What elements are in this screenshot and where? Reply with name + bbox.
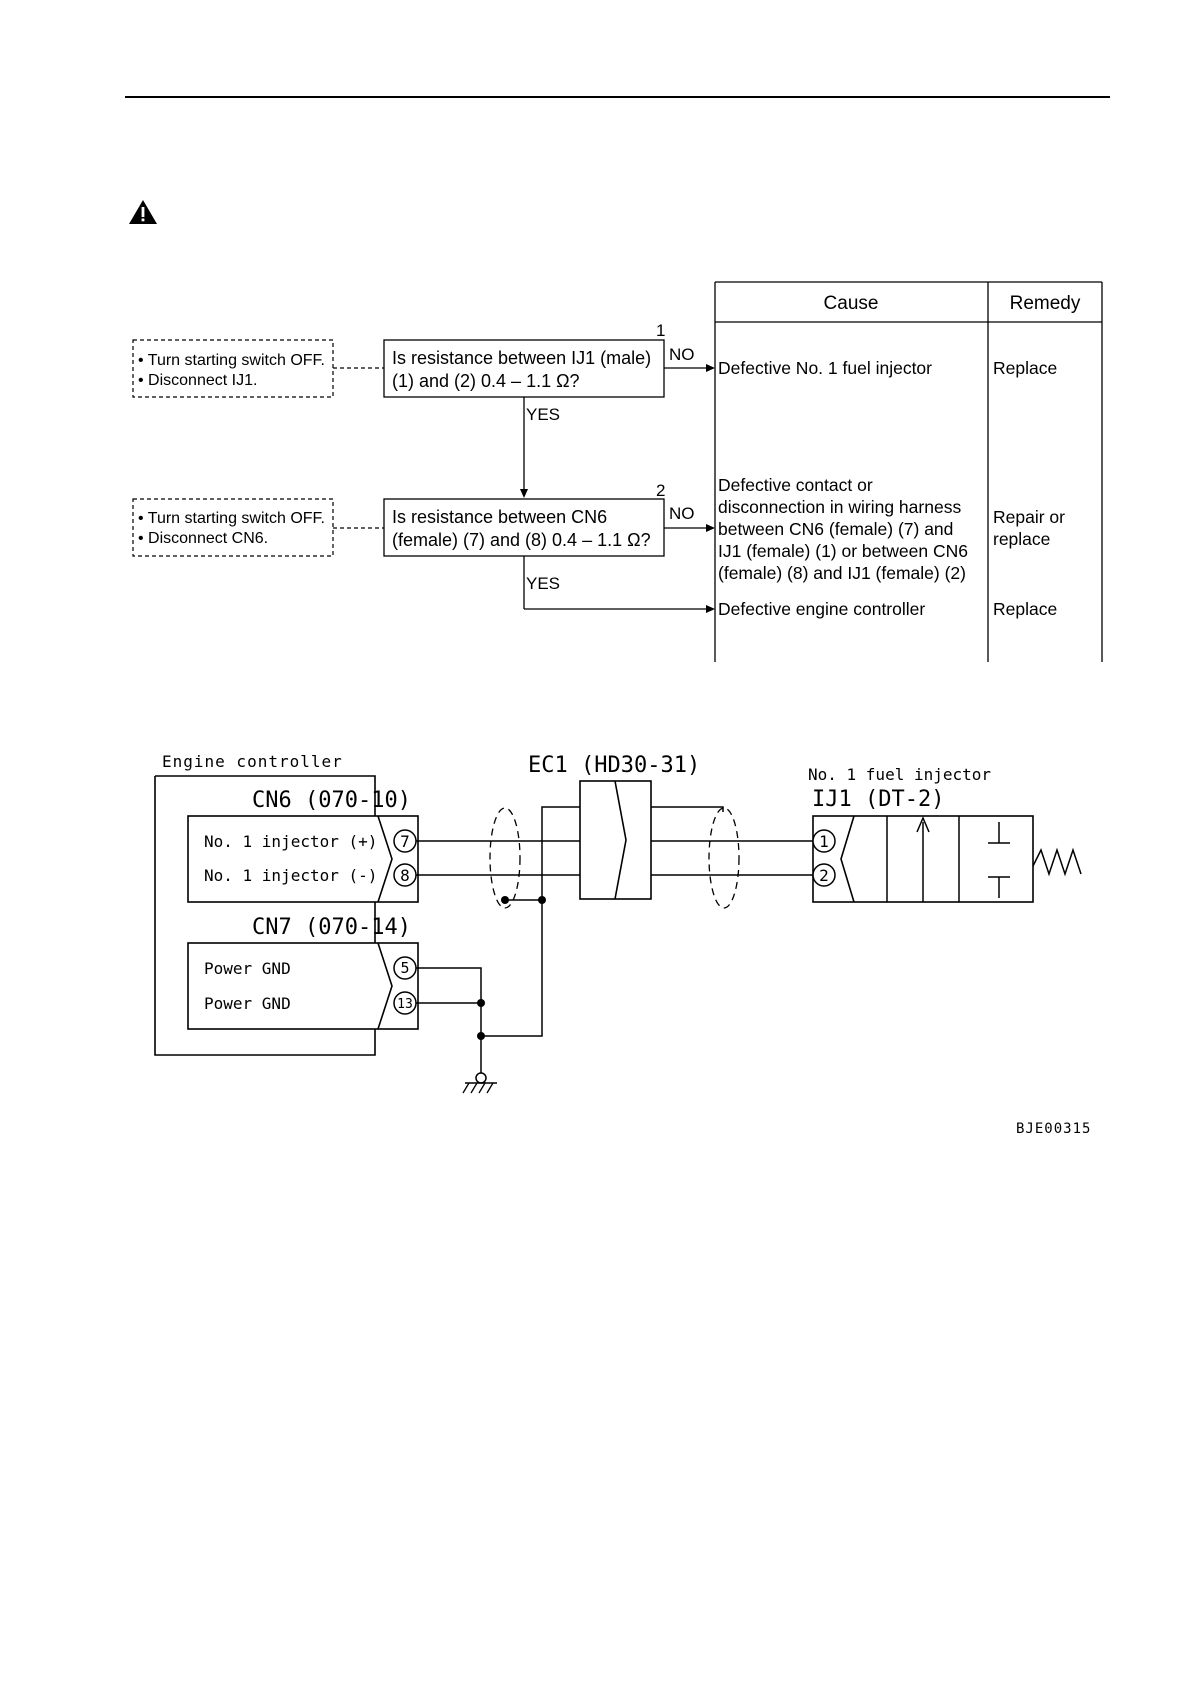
remedy-header: Remedy [1010, 293, 1081, 314]
ground-symbol-icon [462, 1072, 497, 1094]
cn7-pin5: 5 [400, 959, 409, 977]
troubleshooting-flowchart: • Turn starting switch OFF. • Disconnect… [132, 281, 1103, 662]
step1-pre-line-2: • Disconnect IJ1. [138, 372, 257, 389]
header-rule [125, 96, 1110, 98]
step2-pre-line-1: • Turn starting switch OFF. [138, 510, 325, 527]
ec1-label: EC1 (HD30-31) [528, 753, 700, 778]
step2-pre-line-2: • Disconnect CN6. [138, 530, 268, 547]
step1-precondition-box [132, 339, 334, 398]
injector-coil-icon [1032, 847, 1082, 877]
engine-controller-label: Engine controller [162, 752, 343, 771]
cause-row1-line1: Defective No. 1 fuel injector [718, 358, 932, 378]
cn6-pin7: 7 [400, 832, 410, 851]
shield-right [708, 807, 740, 909]
step2-question-line-1: Is resistance between CN6 [392, 507, 607, 527]
cn6-label: CN6 (070-10) [252, 788, 411, 813]
step1-question-line-1: Is resistance between IJ1 (male) [392, 348, 651, 368]
ec1-connector [579, 780, 652, 900]
step2-yes-label: YES [526, 574, 560, 593]
cn7-pin13: 13 [397, 997, 413, 1012]
cn7-pin5-label: Power GND [204, 959, 291, 978]
remedy-row3-line1: Replace [993, 599, 1057, 619]
step2-number: 2 [656, 481, 665, 500]
cause-row2-line4: IJ1 (female) (1) or between CN6 [718, 541, 968, 561]
warning-triangle-icon [129, 200, 157, 224]
ij1-pin2: 2 [819, 866, 829, 885]
cn6-pin8-label: No. 1 injector (-) [204, 866, 377, 885]
ij1-connector [812, 815, 1034, 903]
cn7-label: CN7 (070-14) [252, 915, 411, 940]
cause-row2-line5: (female) (8) and IJ1 (female) (2) [718, 563, 966, 583]
cn7-pin13-label: Power GND [204, 994, 291, 1013]
injector-label: No. 1 fuel injector [808, 765, 991, 784]
step1-question-line-2: (1) and (2) 0.4 – 1.1 Ω? [392, 371, 580, 391]
cause-header: Cause [824, 293, 879, 314]
shield-left [489, 807, 521, 909]
remedy-row2-line2: replace [993, 529, 1050, 549]
step2-precondition-box [132, 498, 334, 557]
cause-row3-line1: Defective engine controller [718, 599, 925, 619]
cause-row2-line1: Defective contact or [718, 475, 873, 495]
cause-row2-line2: disconnection in wiring harness [718, 497, 961, 517]
cn6-connector [187, 815, 419, 903]
step1-yes-label: YES [526, 405, 560, 424]
ij1-pin1: 1 [819, 832, 829, 851]
step2-no-label: NO [669, 504, 695, 523]
step1-no-label: NO [669, 345, 695, 364]
step1-number: 1 [656, 321, 665, 340]
remedy-row2-line1: Repair or [993, 507, 1065, 527]
ij1-label: IJ1 (DT-2) [812, 787, 944, 812]
figure-code: BJE00315 [1016, 1121, 1091, 1137]
step1-pre-line-1: • Turn starting switch OFF. [138, 352, 325, 369]
cause-row2-line3: between CN6 (female) (7) and [718, 519, 953, 539]
cn6-pin7-label: No. 1 injector (+) [204, 832, 377, 851]
remedy-row1-line1: Replace [993, 358, 1057, 378]
cause-remedy-table: Cause Remedy Defective No. 1 fuel inject… [714, 281, 1103, 662]
cn6-pin8: 8 [400, 866, 410, 885]
cn7-connector [187, 942, 419, 1030]
step2-question-line-2: (female) (7) and (8) 0.4 – 1.1 Ω? [392, 530, 651, 550]
